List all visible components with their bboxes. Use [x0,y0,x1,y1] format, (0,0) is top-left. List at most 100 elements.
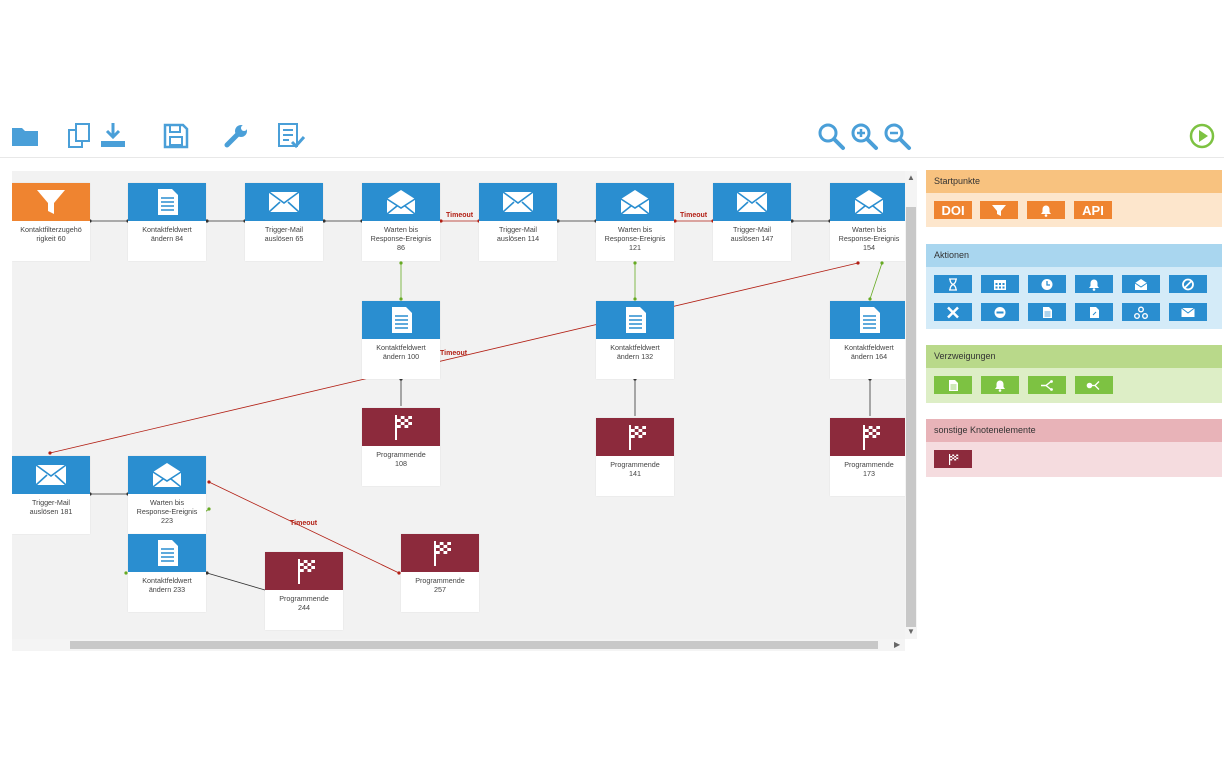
aktionen-calendar-button[interactable] [981,275,1019,293]
edges-red [49,220,859,574]
panel-aktionen: Aktionen [926,244,1222,329]
node-n86[interactable]: Warten bis Response-Ereignis 86 [362,183,440,261]
node-n65[interactable]: Trigger-Mail auslösen 65 [245,183,323,261]
edge [208,481,400,574]
horizontal-scroll-thumb[interactable] [70,641,878,649]
aktionen-open-mail-button[interactable] [1122,275,1160,293]
aktionen-forbidden-button[interactable] [1169,275,1207,293]
node-label: Warten bis Response-Ereignis 223 [136,498,198,525]
play-icon[interactable] [1187,121,1217,151]
zoom-in-icon[interactable] [849,121,879,151]
filter-start-button[interactable] [980,201,1018,219]
bell-icon [995,380,1005,392]
node-n114[interactable]: Trigger-Mail auslösen 114 [479,183,557,261]
node-n244[interactable]: Programmende 244 [265,552,343,630]
node-n108[interactable]: Programmende 108 [362,408,440,486]
node-n121[interactable]: Warten bis Response-Ereignis 121 [596,183,674,261]
open-mail-icon [152,463,182,488]
api-start-button[interactable]: API [1074,201,1112,219]
scroll-down-icon[interactable]: ▼ [907,627,915,636]
copy-icon[interactable] [66,121,96,151]
node-n257[interactable]: Programmende 257 [401,534,479,612]
open-mail-icon [1134,278,1148,290]
node-n132[interactable]: Kontaktfeldwert ändern 132 [596,301,674,379]
panel-sonstige: sonstige Knotenelemente [926,419,1222,477]
node-n181[interactable]: Trigger-Mail auslösen 181 [12,456,90,534]
aktionen-file-button[interactable] [1075,303,1113,321]
workflow-canvas[interactable]: Timeout Timeout Timeout Timeout Kontaktf… [12,171,905,639]
panel-startpunkte: Startpunkte DOI API [926,170,1222,227]
aktionen-mail-button[interactable] [1169,303,1207,321]
scroll-right-icon[interactable]: ▶ [894,640,901,649]
verzweigungen-document-button[interactable] [934,376,972,394]
node-label: Programmende 141 [610,460,660,478]
node-n60[interactable]: Kontaktfilterzugehö rigkeit 60 [12,183,90,261]
bell-icon [1089,279,1099,291]
node-n147[interactable]: Trigger-Mail auslösen 147 [713,183,791,261]
node-n84[interactable]: Kontaktfeldwert ändern 84 [128,183,206,261]
node-label: Trigger-Mail auslösen 181 [29,498,73,516]
zoom-out-icon[interactable] [882,121,912,151]
node-n141[interactable]: Programmende 141 [596,418,674,496]
section-body [926,442,1222,477]
aktionen-webhook-button[interactable] [1122,303,1160,321]
node-n223[interactable]: Warten bis Response-Ereignis 223 [128,456,206,534]
node-n100[interactable]: Kontaktfeldwert ändern 100 [362,301,440,379]
aktionen-document-button[interactable] [1028,303,1066,321]
vertical-scroll-thumb[interactable] [906,207,916,627]
node-label: Programmende 173 [844,460,894,478]
horizontal-scrollbar[interactable]: ▶ [12,639,905,651]
node-label: Programmende 257 [415,576,465,594]
aktionen-minus-button[interactable] [981,303,1019,321]
edge [49,262,859,454]
node-n233[interactable]: Kontaktfeldwert ändern 233 [128,534,206,612]
node-n173[interactable]: Programmende 173 [830,418,905,496]
edges-green [164,262,883,542]
mail-icon [1181,307,1195,317]
checklist-icon[interactable] [276,121,306,151]
document-icon [860,307,880,333]
aktionen-clock-button[interactable] [1028,275,1066,293]
node-header [479,183,557,221]
section-title: sonstige Knotenelemente [926,419,1222,442]
section-body [926,267,1222,329]
minus-icon [994,306,1006,318]
node-header [245,183,323,221]
node-n164[interactable]: Kontaktfeldwert ändern 164 [830,301,905,379]
aktionen-bell-button[interactable] [1075,275,1113,293]
node-n154[interactable]: Warten bis Response-Ereignis 154 [830,183,905,261]
node-label: Kontaktfeldwert ändern 132 [610,343,660,361]
sonstige-flag-button[interactable] [934,450,972,468]
section-title: Aktionen [926,244,1222,267]
zoom-icon[interactable] [816,121,846,151]
mail-icon [268,191,300,213]
split-icon [1041,379,1053,391]
vertical-scrollbar[interactable]: ▲ ▼ [905,171,917,639]
verzweigungen-bell-button[interactable] [981,376,1019,394]
doi-start-button[interactable]: DOI [934,201,972,219]
folder-icon[interactable] [10,121,40,151]
flag-icon [395,415,412,440]
panel-verzweigungen: Verzweigungen [926,345,1222,403]
open-mail-icon [620,190,650,215]
event-start-button[interactable] [1027,201,1065,219]
section-body: DOI API [926,193,1222,227]
node-header [596,183,674,221]
download-icon[interactable] [98,121,128,151]
verzweigungen-split-button[interactable] [1028,376,1066,394]
scroll-up-icon[interactable]: ▲ [907,173,915,182]
edge-label-timeout: Timeout [446,212,474,219]
edge-label-timeout: Timeout [290,520,318,527]
node-header [596,418,674,456]
node-label: Kontaktfeldwert ändern 233 [142,576,192,594]
verzweigungen-timed-split-button[interactable] [1075,376,1113,394]
section-title: Startpunkte [926,170,1222,193]
aktionen-hourglass-button[interactable] [934,275,972,293]
timed-split-icon [1086,380,1100,390]
wrench-icon[interactable] [222,121,252,151]
node-label: Kontaktfeldwert ändern 100 [376,343,426,361]
node-header [830,183,905,221]
aktionen-close-button[interactable] [934,303,972,321]
section-title: Verzweigungen [926,345,1222,368]
save-icon[interactable] [161,121,191,151]
